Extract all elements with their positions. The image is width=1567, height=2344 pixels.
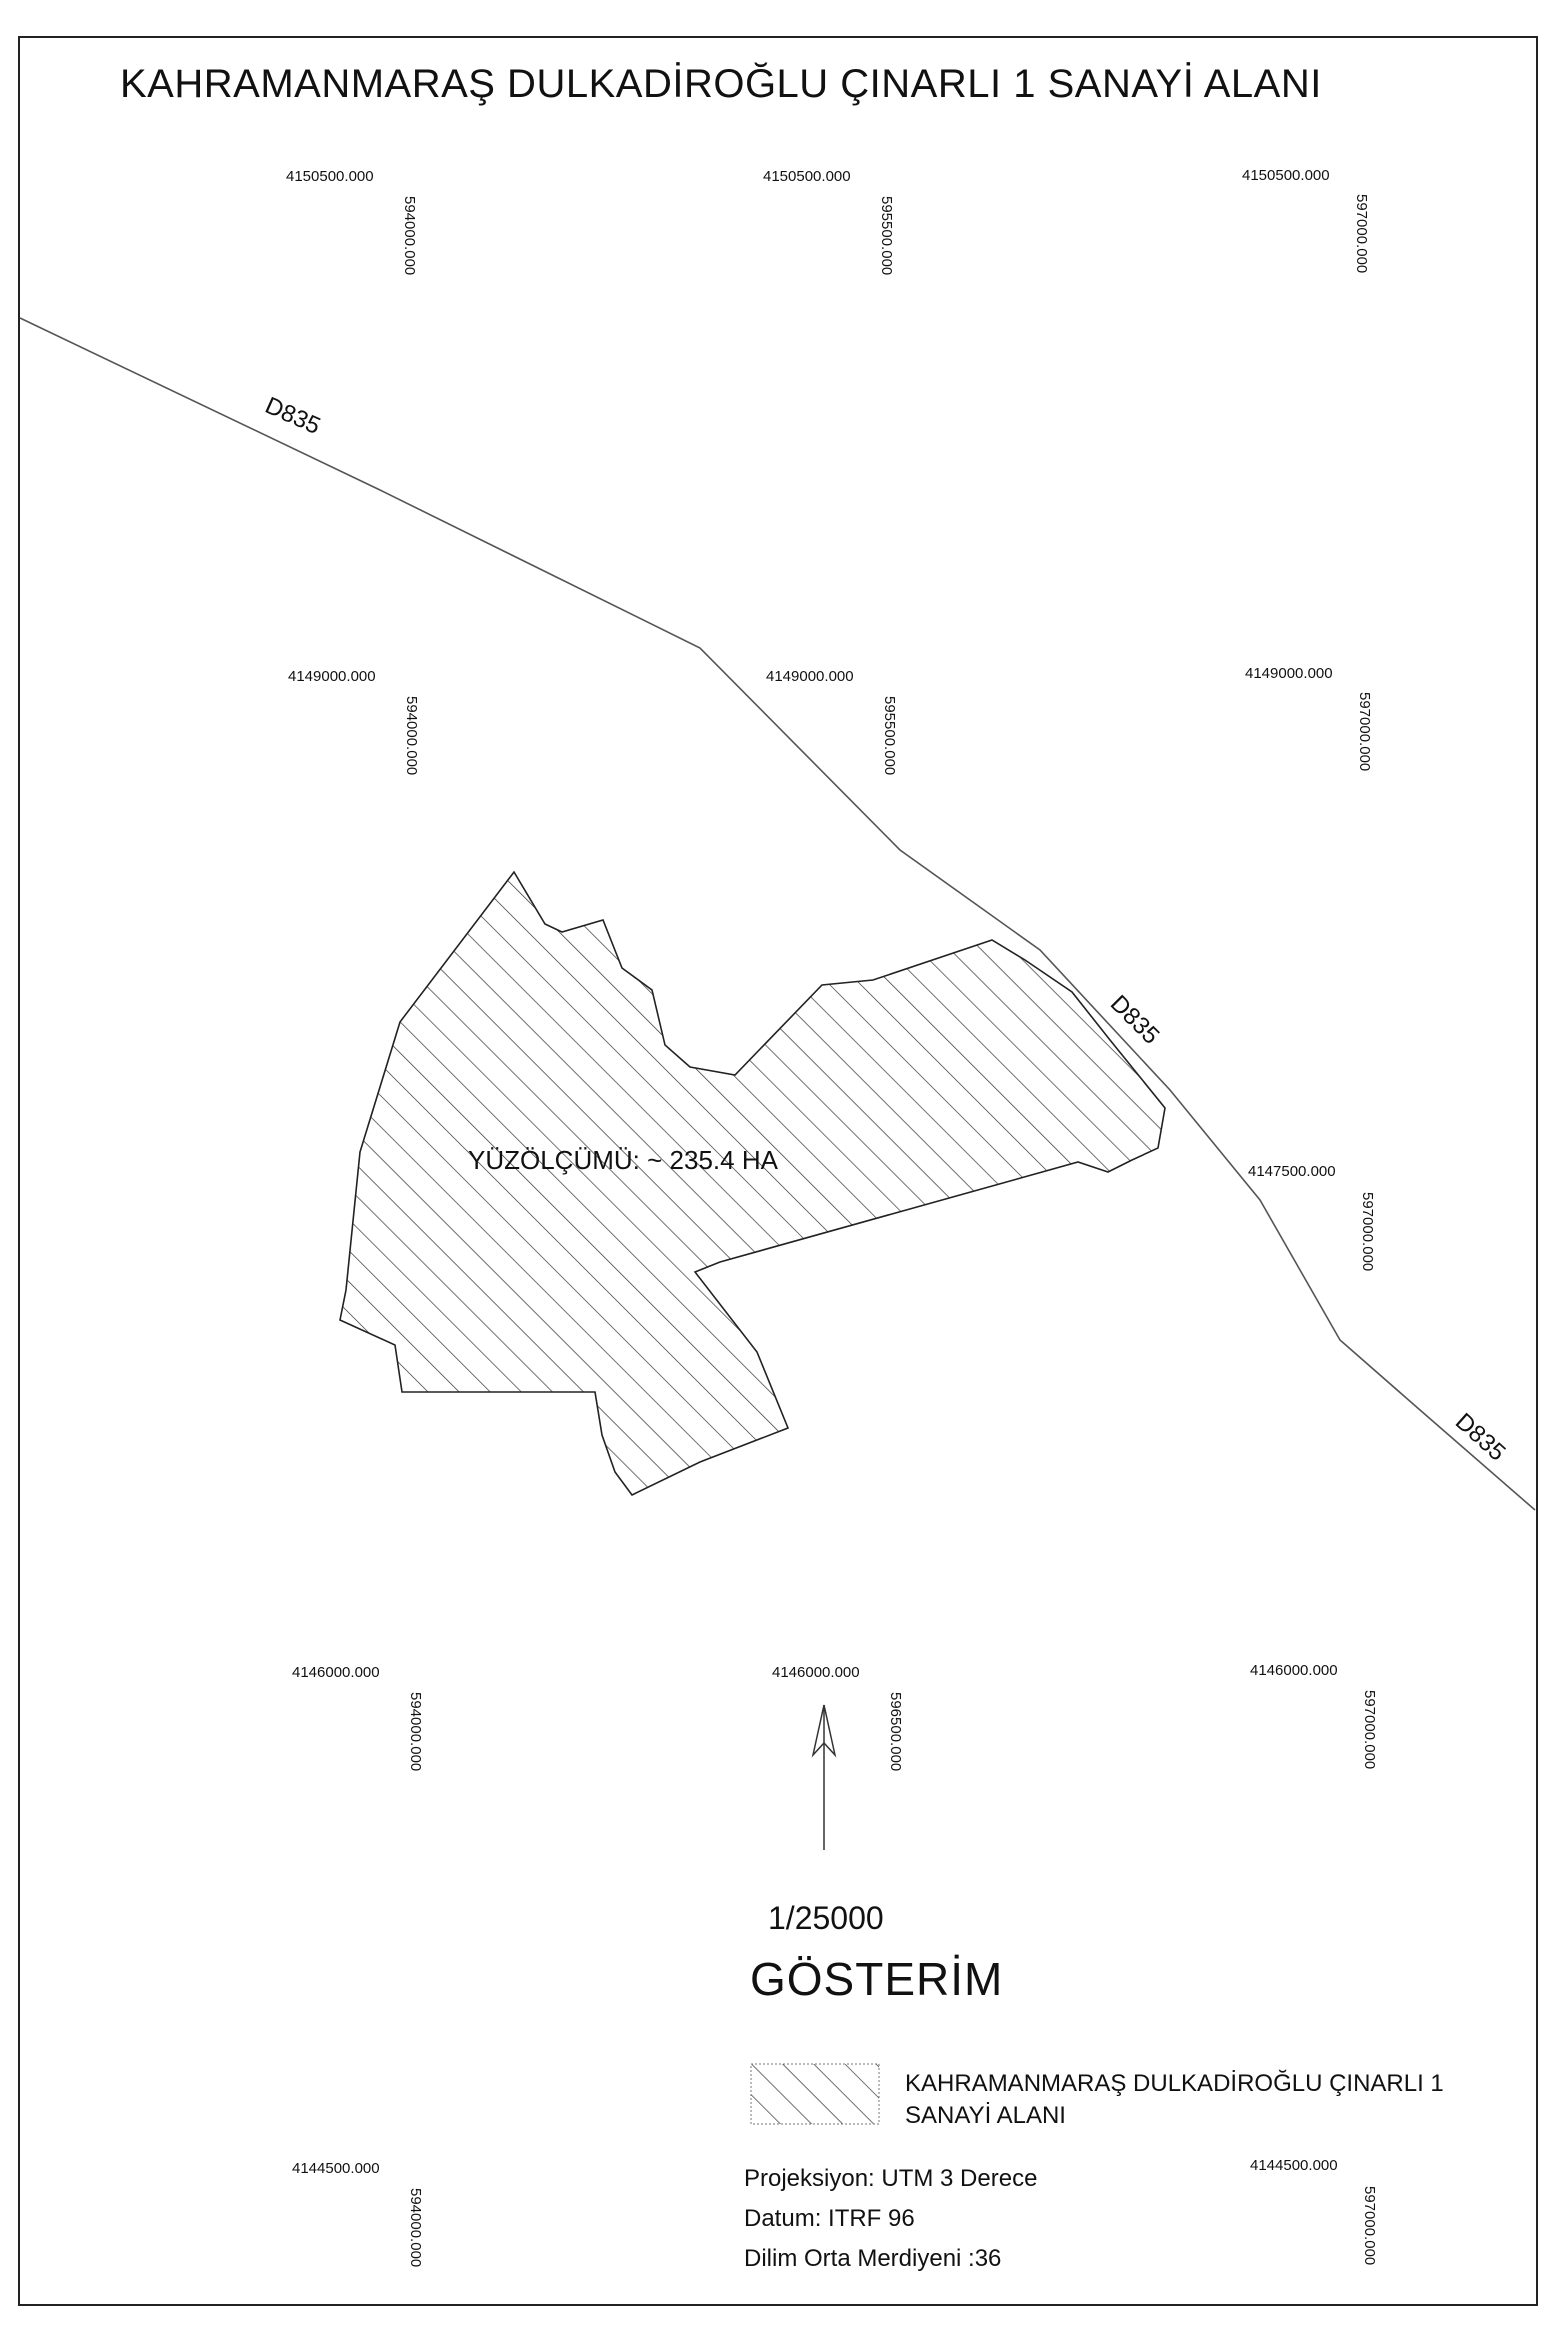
zone-label: Dilim Orta Merdiyeni :36 <box>744 2245 1002 2272</box>
datum-label: Datum: ITRF 96 <box>744 2205 915 2232</box>
projection-label: Projeksiyon: UTM 3 Derece <box>744 2165 1038 2192</box>
legend-swatch <box>750 2063 880 2125</box>
grid-label-northing: 4144500.000 <box>292 2160 380 2177</box>
grid-label-easting: 597000.000 <box>1361 1690 1378 1770</box>
grid-label-northing: 4146000.000 <box>772 1664 860 1681</box>
legend-title: GÖSTERİM <box>750 1953 1004 2005</box>
area-label: YÜZÖLÇÜMÜ: ~ 235.4 HA <box>468 1145 778 1175</box>
grid-label-easting: 594000.000 <box>407 2188 424 2268</box>
grid-label-easting: 594000.000 <box>401 196 418 276</box>
north-arrow <box>811 1704 837 1850</box>
grid-label-easting: 596500.000 <box>887 1692 904 1772</box>
map-frame <box>18 36 1538 2306</box>
legend-item-label: KAHRAMANMARAŞ DULKADİROĞLU ÇINARLI 1 SAN… <box>905 2070 1444 2129</box>
grid-label-easting: 594000.000 <box>403 696 420 776</box>
grid-label-northing: 4150500.000 <box>286 168 374 185</box>
grid-label-northing: 4150500.000 <box>1242 167 1330 184</box>
grid-label-northing: 4146000.000 <box>1250 1662 1338 1679</box>
grid-label-northing: 4149000.000 <box>766 668 854 685</box>
road-d835 <box>19 317 1536 1511</box>
grid-label-easting: 597000.000 <box>1353 194 1370 274</box>
grid-label-easting: 594000.000 <box>407 1692 424 1772</box>
grid-label-northing: 4146000.000 <box>292 1664 380 1681</box>
grid-label-easting: 597000.000 <box>1356 692 1373 772</box>
scale-label: 1/25000 <box>768 1900 884 1936</box>
grid-label-northing: 4147500.000 <box>1248 1163 1336 1180</box>
grid-label-easting: 595500.000 <box>881 696 898 776</box>
grid-label-easting: 597000.000 <box>1361 2186 1378 2266</box>
industrial-area-polygon <box>339 870 1166 1497</box>
grid-label-easting: 595500.000 <box>878 196 895 276</box>
map-title: KAHRAMANMARAŞ DULKADİROĞLU ÇINARLI 1 SAN… <box>120 62 1322 106</box>
grid-label-northing: 4149000.000 <box>1245 665 1333 682</box>
grid-label-northing: 4144500.000 <box>1250 2157 1338 2174</box>
grid-label-northing: 4150500.000 <box>763 168 851 185</box>
grid-label-northing: 4149000.000 <box>288 668 376 685</box>
grid-label-easting: 597000.000 <box>1359 1192 1376 1272</box>
